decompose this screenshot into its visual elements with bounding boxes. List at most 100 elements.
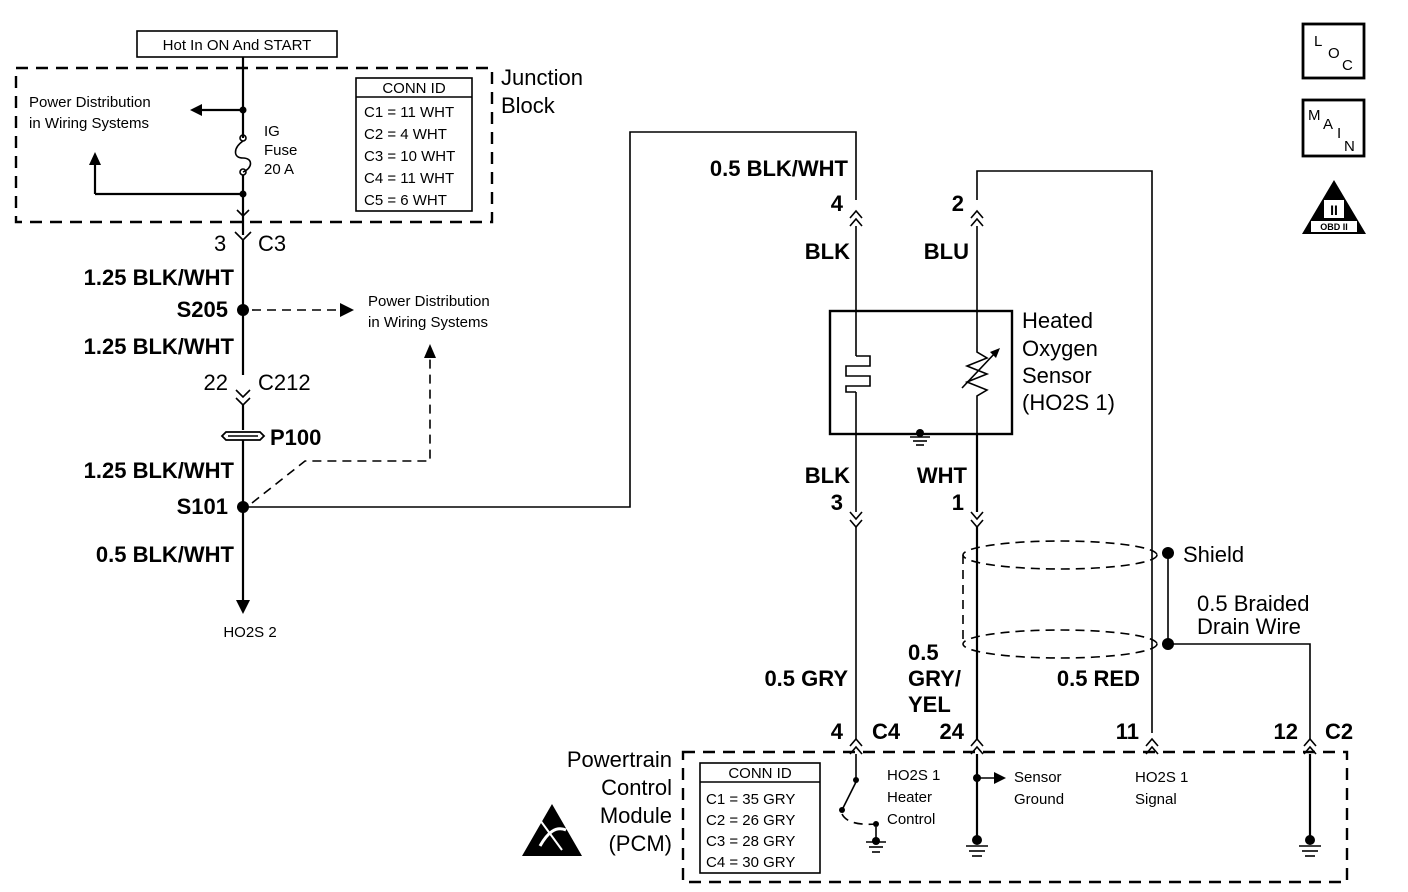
blu-label: BLU <box>924 239 969 264</box>
heater-element-icon <box>845 355 871 393</box>
wire-label: 1.25 BLK/WHT <box>84 458 235 483</box>
heater-control-switch-icon <box>839 754 886 853</box>
jb-conn-id-row: C2 = 4 WHT <box>364 126 447 143</box>
main-letter: I <box>1337 125 1341 142</box>
sensor-name-1: Heated <box>1022 308 1093 333</box>
pcm-c4: C4 <box>872 719 901 744</box>
s205-power-dist-1: Power Distribution <box>368 293 490 310</box>
wire-label: 0.5 BLK/WHT <box>96 542 235 567</box>
arrow-left-icon <box>190 104 202 116</box>
arrow-up-icon <box>424 344 436 358</box>
pcm-title-4: (PCM) <box>608 831 672 856</box>
pcm-title-2: Control <box>601 775 672 800</box>
shield-label: Shield <box>1183 542 1244 567</box>
wht-label: WHT <box>917 463 968 488</box>
obd-roman: II <box>1330 202 1338 218</box>
main-letter: M <box>1308 107 1321 124</box>
junction-block-title-2: Block <box>501 93 556 118</box>
gry-yel-wire-label-1: 0.5 <box>908 640 939 665</box>
heater-control-1: HO2S 1 <box>887 767 940 784</box>
jb-conn-id-row: C5 = 6 WHT <box>364 192 447 209</box>
jb-conn-id-row: C1 = 11 WHT <box>364 104 454 121</box>
splice-s205 <box>237 304 249 316</box>
gry-yel-wire-label-3: YEL <box>908 692 951 717</box>
pcm-pin-12: 12 <box>1274 719 1298 744</box>
ground-icon <box>966 835 988 857</box>
loc-letter: C <box>1342 57 1353 74</box>
connector-icon <box>849 209 863 227</box>
pin-1-label: 1 <box>952 490 964 515</box>
fuse-icon <box>234 140 252 173</box>
obd-ii-icon[interactable]: II OBD II <box>1302 180 1366 234</box>
pcm-pin-11: 11 <box>1116 719 1139 744</box>
pin-2-label: 2 <box>952 191 964 216</box>
c3-pin: 3 <box>214 231 226 256</box>
jb-power-dist-1: Power Distribution <box>29 94 151 111</box>
pcm-conn-id-row: C1 = 35 GRY <box>706 791 795 808</box>
pcm-conn-id-row: C2 = 26 GRY <box>706 812 795 829</box>
jb-conn-id-table: CONN ID C1 = 11 WHT C2 = 4 WHT C3 = 10 W… <box>355 77 473 212</box>
main-letter: N <box>1344 138 1355 155</box>
wire-label: 1.25 BLK/WHT <box>84 334 235 359</box>
arrow-right-icon <box>340 303 354 317</box>
red-wire-label: 0.5 RED <box>1057 666 1140 691</box>
ho2s2-label: HO2S 2 <box>223 624 276 641</box>
c3-name: C3 <box>258 231 286 256</box>
blk-top-label: BLK <box>805 239 850 264</box>
loc-icon[interactable]: L O C <box>1301 22 1366 80</box>
c212-name: C212 <box>258 370 311 395</box>
junction-block: Junction Block Power Distribution in Wir… <box>14 65 583 224</box>
fuse-label-2: Fuse <box>264 142 297 159</box>
arrow-right-icon <box>994 772 1006 784</box>
variable-resistor-icon <box>964 346 990 434</box>
hot-in-box: Hot In ON And START <box>136 30 338 58</box>
heater-control-2: Heater <box>887 789 932 806</box>
wire-label: 1.25 BLK/WHT <box>84 265 235 290</box>
gry-wire-label: 0.5 GRY <box>764 666 848 691</box>
heater-control-3: Control <box>887 811 935 828</box>
hot-in-label: Hot In ON And START <box>163 37 312 54</box>
sensor-ground-1: Sensor <box>1014 769 1062 786</box>
pcm-conn-id-row: C4 = 30 GRY <box>706 854 795 871</box>
pcm-title-1: Powertrain <box>567 747 672 772</box>
s205-label: S205 <box>177 297 228 322</box>
fuse-label-3: 20 A <box>264 161 294 178</box>
pcm-conn-id-title: CONN ID <box>728 765 792 782</box>
ground-icon <box>1299 835 1321 857</box>
connector-c3-male-icon <box>236 209 250 218</box>
fuse-label-1: IG <box>264 123 280 140</box>
pcm-pin-24: 24 <box>940 719 965 744</box>
pcm-c2: C2 <box>1325 719 1353 744</box>
connector-icon <box>970 737 984 755</box>
jb-conn-id-title: CONN ID <box>382 80 446 97</box>
pcm-conn-id-row: C3 = 28 GRY <box>706 833 795 850</box>
pcm-conn-id-table: CONN ID C1 = 35 GRY C2 = 26 GRY C3 = 28 … <box>699 762 821 874</box>
left-circuit: 3 C3 1.25 BLK/WHT S205 Power Distributio… <box>84 131 857 641</box>
main-letter: A <box>1323 116 1333 133</box>
junction-block-title-1: Junction <box>501 65 583 90</box>
blk-bottom-label: BLK <box>805 463 850 488</box>
sensor-name-4: (HO2S 1) <box>1022 390 1115 415</box>
jb-conn-id-row: C3 = 10 WHT <box>364 148 455 165</box>
pcm-pin-4: 4 <box>831 719 844 744</box>
jb-conn-id-row: C4 = 11 WHT <box>364 170 454 187</box>
p100-passthrough-icon <box>220 431 266 441</box>
arrow-up-icon <box>89 152 101 165</box>
main-icon[interactable]: M A I N <box>1301 98 1366 158</box>
sensor-ground-2: Ground <box>1014 791 1064 808</box>
jb-power-dist-2: in Wiring Systems <box>29 115 149 132</box>
pcm-section: Powertrain Control Module (PCM) 4 C4 24 … <box>522 719 1353 884</box>
loc-letter: L <box>1314 33 1322 50</box>
top-wire-label: 0.5 BLK/WHT <box>710 156 849 181</box>
s205-power-dist-2: in Wiring Systems <box>368 314 488 331</box>
shield-icon <box>962 540 1158 659</box>
signal-label-1: HO2S 1 <box>1135 769 1188 786</box>
connector-icon <box>1145 737 1159 755</box>
ground-icon <box>910 429 930 446</box>
sensor-name-3: Sensor <box>1022 363 1092 388</box>
p100-label: P100 <box>270 425 321 450</box>
connector-c212-icon <box>235 389 251 407</box>
drain-wire-label-1: 0.5 Braided <box>1197 591 1310 616</box>
loc-letter: O <box>1328 45 1340 62</box>
arrow-down-icon <box>236 600 250 614</box>
